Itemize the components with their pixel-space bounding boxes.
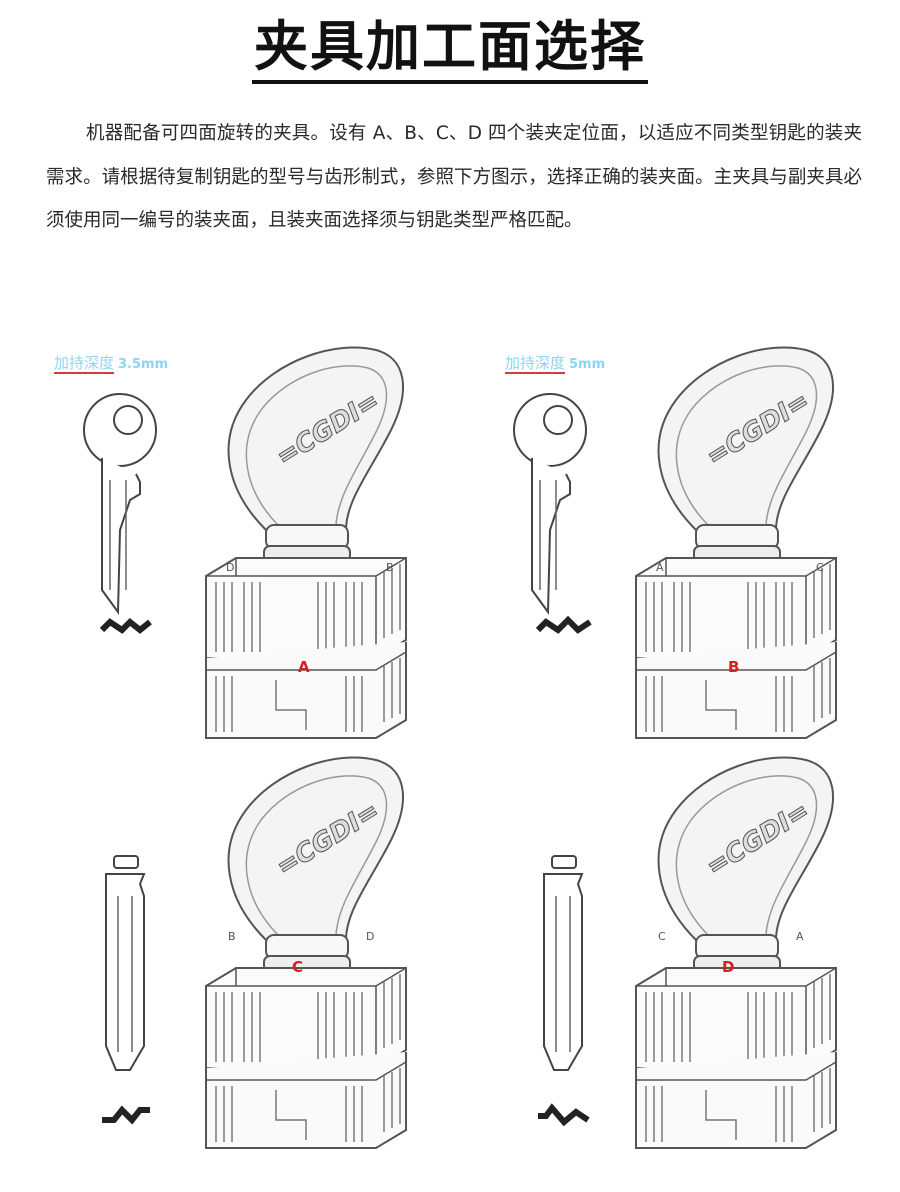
- active-face-label: D: [722, 958, 734, 976]
- tooth-profile-icon: [538, 1103, 590, 1127]
- flip-key-illustration: [543, 855, 583, 1071]
- left-face-label: A: [656, 561, 664, 574]
- house-key-illustration: [83, 393, 157, 613]
- right-face-label: B: [386, 561, 394, 574]
- panel-c: =CGDI= C B D: [102, 756, 407, 1149]
- active-face-label: C: [292, 958, 303, 976]
- depth-value: 3.5mm: [118, 357, 169, 372]
- depth-value: 5mm: [569, 357, 606, 372]
- tooth-profile-icon: [99, 617, 152, 634]
- panel-b: =CGDI= B A C: [513, 346, 837, 739]
- right-face-label: C: [816, 561, 824, 574]
- left-face-label: D: [226, 561, 234, 574]
- page-title: 夹具加工面选择: [252, 14, 648, 84]
- flip-key-illustration: [105, 855, 145, 1071]
- left-face-label: B: [228, 930, 236, 943]
- depth-caption: 加持深度: [54, 354, 115, 374]
- left-face-label: C: [658, 930, 666, 943]
- intro-paragraph: 机器配备可四面旋转的夹具。设有 A、B、C、D 四个装夹定位面，以适应不同类型钥…: [46, 123, 862, 231]
- tooth-profile-icon: [102, 1105, 150, 1125]
- right-face-label: D: [366, 930, 374, 943]
- tooth-profile-icon: [535, 615, 592, 634]
- panel-a: =CGDI= A D B: [83, 346, 407, 739]
- active-face-label: A: [298, 658, 310, 676]
- right-face-label: A: [796, 930, 804, 943]
- page-title-wrap: 夹具加工面选择: [0, 14, 900, 84]
- active-face-label: B: [728, 658, 739, 676]
- panel-d: =CGDI= D C A: [538, 756, 837, 1149]
- house-key-illustration: [513, 393, 587, 613]
- depth-caption: 加持深度: [505, 354, 566, 374]
